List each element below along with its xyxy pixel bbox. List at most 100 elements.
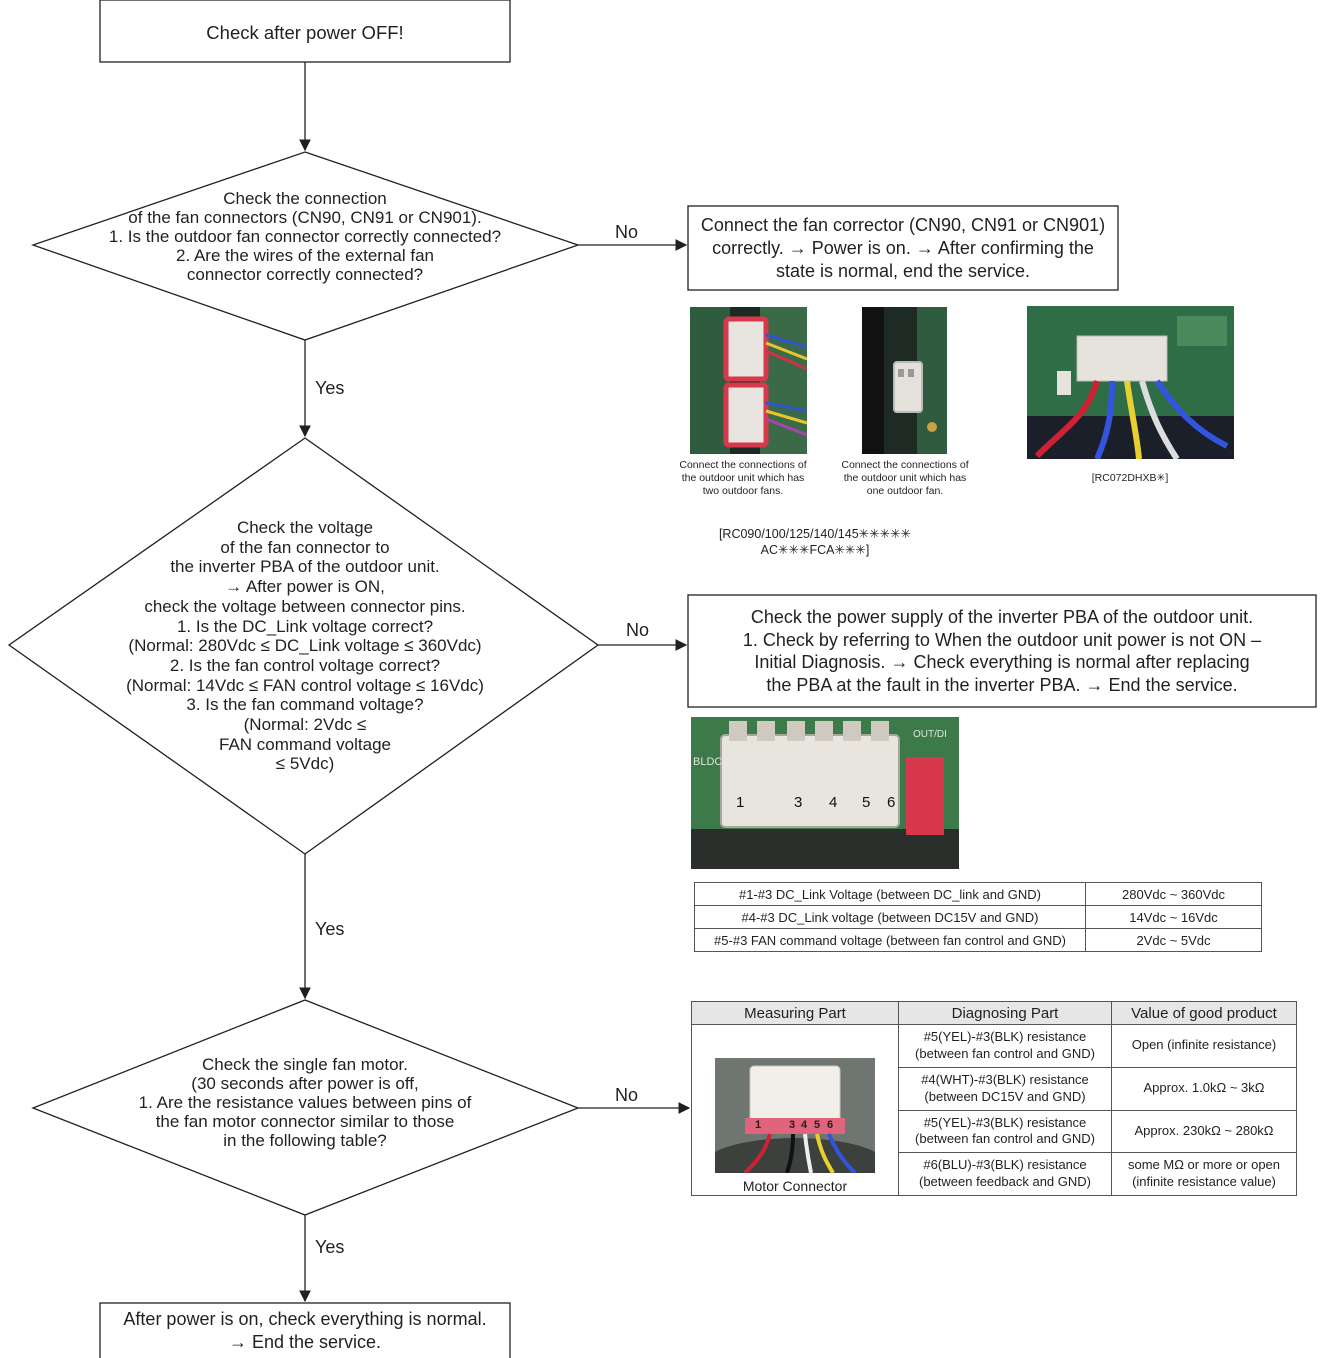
- text-line: 2. Is the fan control voltage correct?: [169, 655, 441, 675]
- action-connect-box: [687, 205, 1119, 291]
- voltage-table-row: #4-#3 DC_Link voltage (between DC15V and…: [694, 905, 1262, 929]
- text-line: ≤ 5Vdc): [275, 754, 335, 774]
- text-line: Check the power supply of the inverter P…: [750, 607, 1254, 627]
- text-line: check the voltage between connector pins…: [144, 596, 466, 616]
- text-line: 3. Is the fan command voltage?: [186, 695, 424, 715]
- text-line: 1. Are the resistance values between pin…: [138, 1093, 472, 1112]
- cell-line: #4(WHT)-#3(BLK) resistance: [921, 1071, 1089, 1087]
- cell-line: #6(BLU)-#3(BLK) resistance: [923, 1157, 1087, 1173]
- header-measuring-part: Measuring Part: [691, 1001, 899, 1025]
- pcb-pin-1: 1: [736, 794, 745, 811]
- text-line: 1. Is the outdoor fan connector correctl…: [108, 227, 502, 246]
- pcb-pin-5: 5: [862, 794, 871, 811]
- text-line: state is normal, end the service.: [775, 261, 1031, 281]
- text-line: in the following table?: [223, 1131, 387, 1150]
- text-line: FAN command voltage: [219, 734, 391, 754]
- end-box: [99, 1302, 511, 1358]
- voltage-range-cell: 2Vdc ~ 5Vdc: [1085, 928, 1262, 952]
- text-line: Connect the connections of: [841, 459, 969, 471]
- good-value-cell: some MΩ or more or open(infinite resista…: [1111, 1152, 1297, 1197]
- text-line: [RC090/100/125/140/145✳✳✳✳✳: [718, 527, 912, 541]
- header-good-value: Value of good product: [1111, 1001, 1297, 1025]
- cell-line: Approx. 1.0kΩ ~ 3kΩ: [1143, 1080, 1265, 1096]
- svg-text:BLDC: BLDC: [693, 756, 722, 768]
- text-line: Initial Diagnosis. → Check everything is…: [754, 652, 1250, 672]
- cell-line: some MΩ or more or open: [1127, 1157, 1281, 1173]
- motor-pin-6: 6: [827, 1119, 834, 1131]
- voltage-table-row: #1-#3 DC_Link Voltage (between DC_link a…: [694, 882, 1262, 906]
- text-line: the outdoor unit which has: [681, 472, 805, 485]
- start-label: Check after power OFF!: [206, 22, 404, 43]
- text-line: → End the service.: [228, 1332, 382, 1352]
- diagnosing-part-cell: #5(YEL)-#3(BLK) resistance(between fan c…: [898, 1024, 1112, 1068]
- cell-line: (between feedback and GND): [919, 1174, 1091, 1190]
- text-line: After power is on, check everything is n…: [123, 1309, 487, 1329]
- end-text: After power is on, check everything is n…: [100, 1308, 510, 1354]
- resistance-table: Measuring Part Diagnosing Part Value of …: [691, 1001, 1297, 1197]
- motor-pin-3: 3: [789, 1119, 796, 1131]
- text-line: 1. Check by referring to When the outdoo…: [742, 629, 1262, 650]
- text-line: one outdoor fan.: [866, 485, 944, 498]
- header-diagnosing-part: Diagnosing Part: [898, 1001, 1112, 1025]
- text-line: connector correctly connected?: [186, 265, 424, 284]
- text-line: (Normal: 280Vdc ≤ DC_Link voltage ≤ 360V…: [128, 636, 482, 656]
- text-line: Connect the connections of: [679, 459, 807, 471]
- motor-pin-4: 4: [801, 1119, 808, 1131]
- cell-line: (between fan control and GND): [915, 1045, 1095, 1061]
- resistance-table-row: #6(BLU)-#3(BLK) resistance(between feedb…: [692, 1152, 1297, 1197]
- diagnosing-part-cell: #5(YEL)-#3(BLK) resistance(between fan c…: [898, 1109, 1112, 1154]
- motor-pin-5: 5: [814, 1119, 821, 1131]
- svg-text:OUT/DI: OUT/DI: [913, 729, 947, 740]
- label-yes-3: Yes: [315, 1237, 345, 1257]
- text-line: the inverter PBA of the outdoor unit.: [170, 557, 440, 577]
- label-yes-2: Yes: [315, 919, 345, 939]
- pcb-pin-4: 4: [829, 794, 838, 811]
- decision-motor-text: Check the single fan motor.(30 seconds a…: [80, 1055, 530, 1150]
- text-line: the fan motor connector similar to those: [155, 1112, 455, 1131]
- text-line: of the fan connector to: [220, 537, 390, 557]
- cell-line: (between fan control and GND): [915, 1131, 1095, 1147]
- voltage-table-row: #5-#3 FAN command voltage (between fan c…: [694, 928, 1262, 952]
- text-line: Check the voltage: [236, 518, 374, 537]
- text-line: of the fan connectors (CN90, CN91 or CN9…: [128, 208, 482, 227]
- photo-one-fan-connector: [862, 307, 947, 454]
- text-line: Connect the fan corrector (CN90, CN91 or…: [700, 215, 1106, 235]
- voltage-range-cell: 14Vdc ~ 16Vdc: [1085, 905, 1262, 929]
- text-line: (Normal: 2Vdc ≤: [243, 715, 367, 735]
- voltage-measure-cell: #4-#3 DC_Link voltage (between DC15V and…: [694, 905, 1086, 929]
- action-power-box: [687, 594, 1317, 708]
- text-line: 1. Is the DC_Link voltage correct?: [176, 616, 434, 636]
- pcb-pin-3: 3: [794, 794, 803, 811]
- voltage-range-cell: 280Vdc ~ 360Vdc: [1085, 882, 1262, 906]
- text-line: Check the connection: [223, 189, 387, 208]
- resistance-table-row: #4(WHT)-#3(BLK) resistance(between DC15V…: [692, 1066, 1297, 1111]
- label-no-3: No: [615, 1085, 639, 1105]
- text-line: (30 seconds after power is off,: [191, 1074, 419, 1093]
- voltage-measure-cell: #5-#3 FAN command voltage (between fan c…: [694, 928, 1086, 952]
- caption-rc072: [RC072DHXB✳]: [1091, 472, 1169, 484]
- text-line: 2. Are the wires of the external fan: [176, 246, 434, 265]
- photo-pcb-connector: BLDC OUT/DI 1 3 4 5 6: [691, 717, 959, 869]
- action-connect-text: Connect the fan corrector (CN90, CN91 or…: [688, 214, 1118, 283]
- resistance-table-row: #5(YEL)-#3(BLK) resistance(between fan c…: [692, 1109, 1297, 1154]
- photo-rc072-connector: [1027, 306, 1234, 459]
- motor-connector-caption: Motor Connector: [742, 1178, 848, 1194]
- caption-models: [RC090/100/125/140/145✳✳✳✳✳ AC✳✳✳FCA✳✳✳]: [690, 526, 940, 559]
- text-line: two outdoor fans.: [702, 485, 784, 498]
- good-value-cell: Approx. 1.0kΩ ~ 3kΩ: [1111, 1066, 1297, 1111]
- voltage-measure-cell: #1-#3 DC_Link Voltage (between DC_link a…: [694, 882, 1086, 906]
- text-line: → After power is ON,: [225, 577, 385, 597]
- label-no-1: No: [615, 222, 639, 242]
- cell-line: #5(YEL)-#3(BLK) resistance: [923, 1114, 1087, 1130]
- motor-pin-1: 1: [755, 1119, 762, 1131]
- text-line: AC✳✳✳FCA✳✳✳]: [760, 543, 870, 558]
- text-line: correctly. → Power is on. → After confir…: [712, 238, 1094, 258]
- photo-two-fan-connectors: [690, 307, 807, 454]
